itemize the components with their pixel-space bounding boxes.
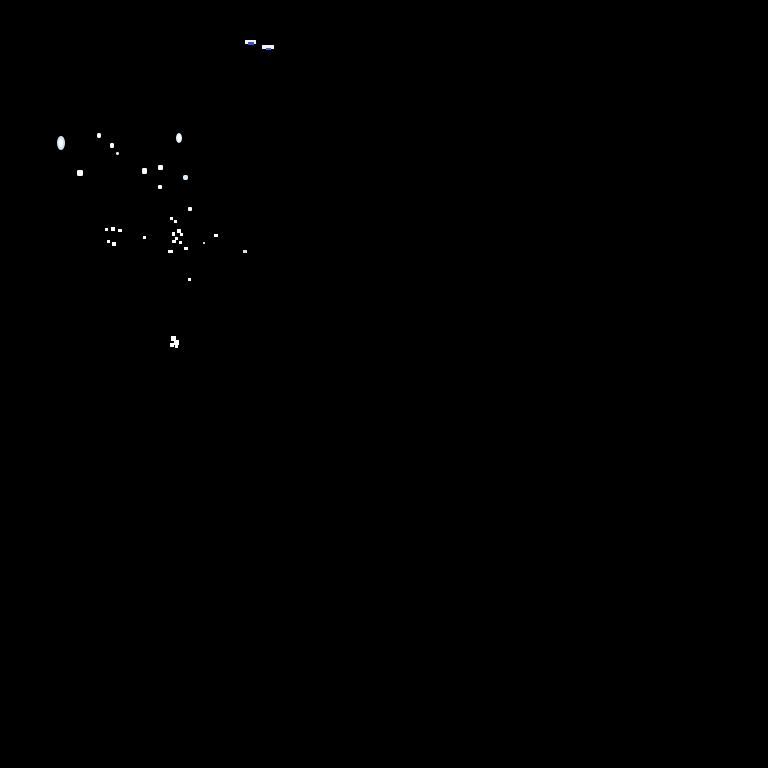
light-speck — [175, 345, 178, 348]
light-speck — [177, 229, 181, 233]
light-speck — [142, 168, 147, 174]
light-speck — [174, 220, 177, 223]
light-speck — [188, 207, 192, 211]
light-speck — [116, 152, 119, 155]
light-speck — [97, 133, 101, 138]
light-speck — [180, 233, 183, 236]
streak-segment — [266, 48, 271, 50]
light-speck — [143, 236, 146, 239]
light-speck — [111, 227, 115, 231]
streak-segment — [248, 42, 254, 45]
light-speck — [188, 278, 191, 281]
light-speck — [203, 242, 205, 244]
light-speck — [77, 170, 83, 176]
light-speck — [172, 232, 175, 236]
light-speck — [175, 237, 178, 240]
light-speck — [243, 250, 247, 253]
streak-segment — [262, 45, 274, 49]
light-speck — [110, 143, 114, 148]
light-speck — [118, 229, 122, 232]
light-speck — [112, 242, 116, 246]
light-speck — [158, 185, 162, 189]
light-speck — [170, 343, 174, 347]
light-speck — [184, 247, 188, 250]
light-speck — [174, 340, 179, 345]
light-speck — [172, 240, 176, 243]
light-speck — [59, 139, 63, 147]
light-speck — [179, 241, 182, 244]
light-speck — [168, 250, 173, 253]
light-speck — [158, 165, 163, 170]
light-speck — [214, 234, 218, 237]
light-speck — [183, 175, 188, 180]
light-speck — [171, 336, 176, 341]
light-speck — [105, 228, 108, 231]
light-speck — [107, 240, 110, 243]
light-speck — [178, 135, 181, 141]
light-speck — [170, 217, 173, 220]
